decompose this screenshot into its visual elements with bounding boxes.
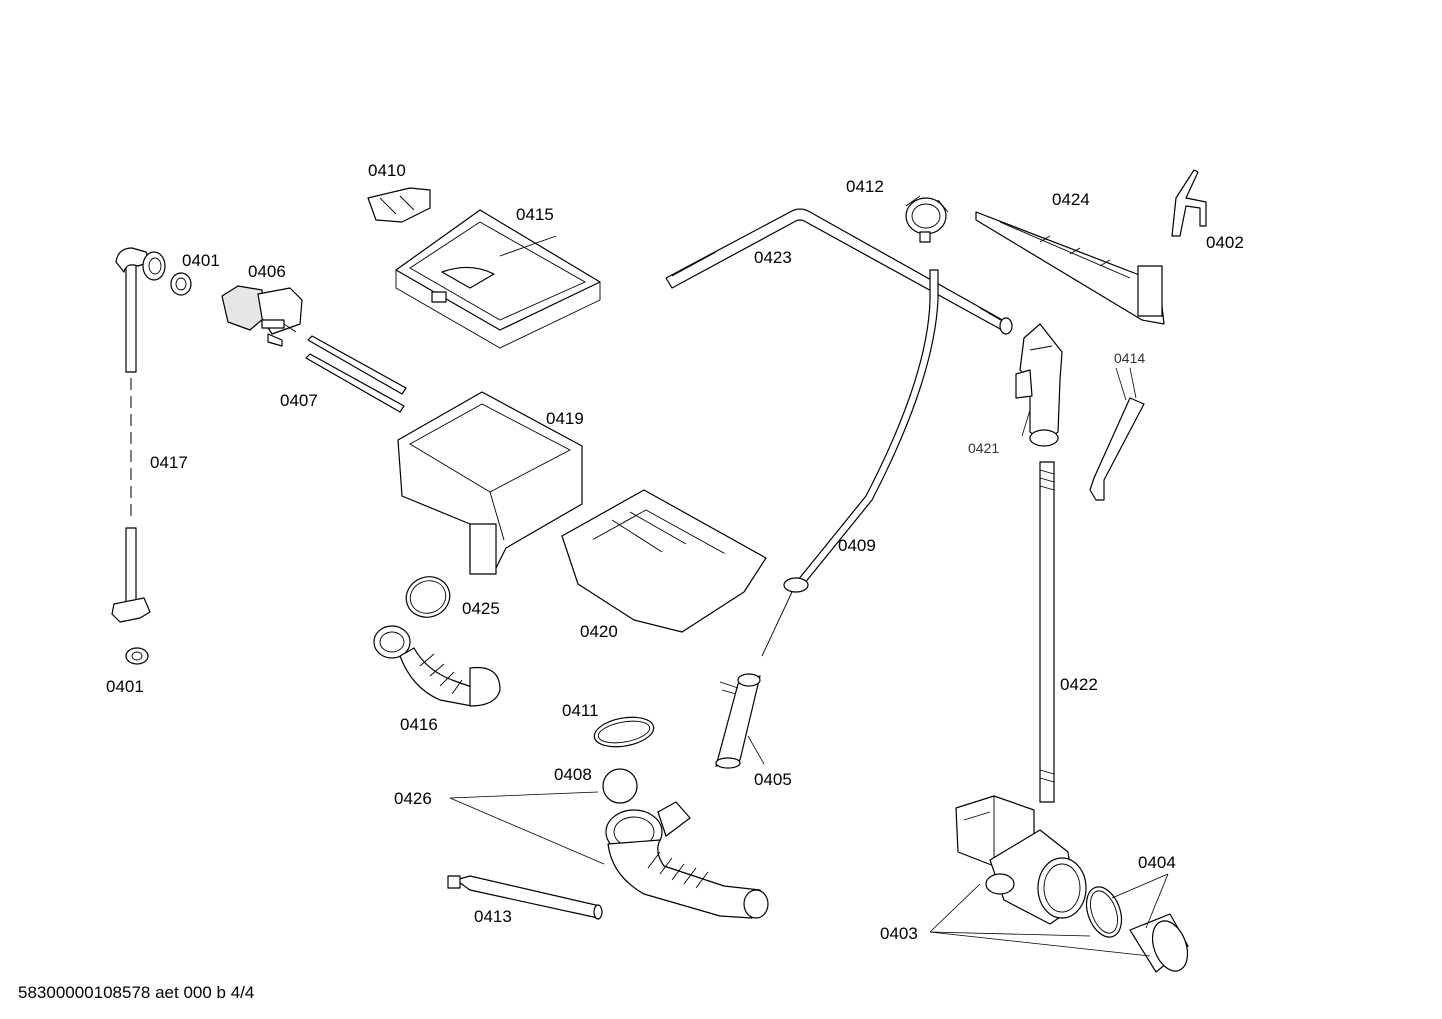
label-0404: 0404 — [1138, 853, 1176, 872]
pressure-switch-part — [905, 195, 949, 243]
label-0426: 0426 — [394, 789, 432, 808]
air-pipe-part — [665, 208, 1013, 335]
label-0401: 0401 — [182, 251, 220, 270]
drain-tube-part — [1039, 461, 1055, 803]
label-0412: 0412 — [846, 177, 884, 196]
leader-lines — [449, 367, 1169, 957]
label-0402: 0402 — [1206, 233, 1244, 252]
label-0406: 0406 — [248, 262, 286, 281]
pressure-tube-part — [761, 269, 939, 657]
dispenser-cover-part — [395, 209, 601, 349]
pump-filter-part — [1085, 886, 1189, 973]
washer-ring-part — [125, 272, 192, 665]
label-0421: 0421 — [968, 440, 999, 456]
cable-rail-part — [975, 211, 1165, 325]
inlet-hose-part — [111, 247, 166, 623]
seal-ring-part — [405, 576, 451, 618]
label-0409: 0409 — [838, 536, 876, 555]
label-0405: 0405 — [754, 770, 792, 789]
label-0410: 0410 — [368, 161, 406, 180]
valve-part — [221, 285, 303, 347]
sump-hose-part — [605, 801, 769, 919]
label-0416: 0416 — [400, 715, 438, 734]
label-0413: 0413 — [474, 907, 512, 926]
wire-rod-part — [1089, 397, 1145, 501]
label-0403: 0403 — [880, 924, 918, 943]
label-0411: 0411 — [562, 701, 599, 720]
label-0408: 0408 — [554, 765, 592, 784]
dispenser-hose-part — [373, 625, 501, 707]
label-0417: 0417 — [150, 453, 188, 472]
sensor-part — [715, 673, 761, 769]
drain-pump-part — [955, 795, 1087, 925]
small-hose-part — [447, 875, 603, 920]
dispenser-drawer-part — [561, 489, 767, 633]
label-0422: 0422 — [1060, 675, 1098, 694]
label-0419: 0419 — [546, 409, 584, 428]
document-code: 58300000108578 aet 000 b 4/4 — [18, 983, 254, 1002]
label-0401: 0401 — [106, 677, 144, 696]
label-0415: 0415 — [516, 205, 554, 224]
label-0424: 0424 — [1052, 190, 1090, 209]
seal-ring-part — [593, 716, 655, 748]
air-trap-part — [1015, 323, 1063, 447]
label-0414: 0414 — [1114, 350, 1145, 366]
fork-clip-part — [1171, 169, 1207, 237]
dispenser-housing-part — [397, 391, 583, 575]
bracket-part — [367, 187, 431, 223]
label-0425: 0425 — [462, 599, 500, 618]
ball-valve-part — [602, 768, 638, 804]
label-0420: 0420 — [580, 622, 618, 641]
label-0423: 0423 — [754, 248, 792, 267]
connector-tubes-part — [305, 335, 407, 413]
label-0407: 0407 — [280, 391, 318, 410]
